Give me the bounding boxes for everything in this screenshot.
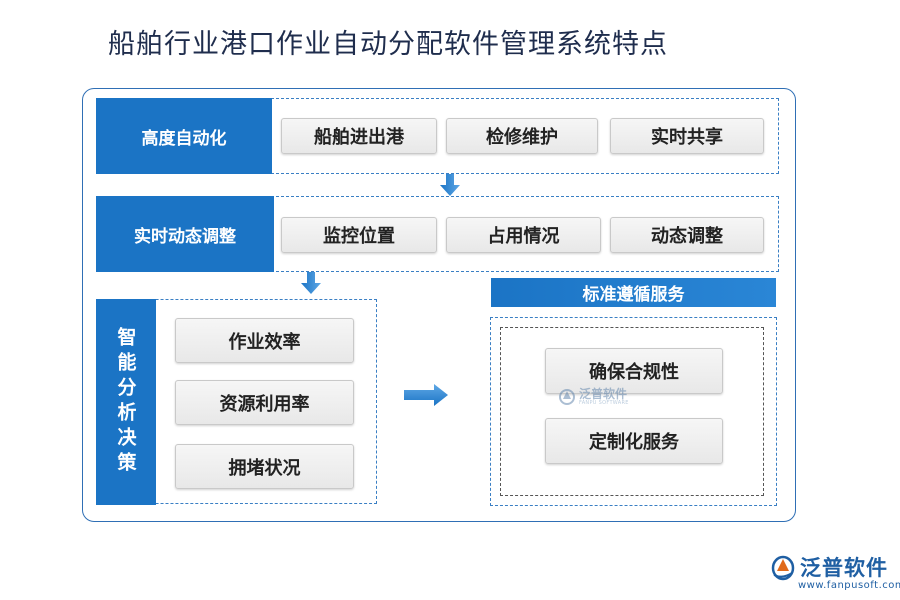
item-efficiency: 作业效率: [175, 318, 354, 363]
watermark: 泛普软件 FANPU SOFTWARE: [558, 382, 638, 412]
item-realtime-share: 实时共享: [610, 118, 764, 154]
watermark-subtext: FANPU SOFTWARE: [579, 400, 629, 406]
item-congestion: 拥堵状况: [175, 444, 354, 489]
row-dynamic-head: 实时动态调整: [96, 196, 274, 272]
brand-name: 泛普软件: [800, 556, 888, 580]
item-customization: 定制化服务: [545, 418, 723, 464]
diagram-frame: [82, 88, 796, 522]
item-occupancy: 占用情况: [446, 217, 601, 253]
watermark-logo-icon: [559, 389, 575, 405]
standard-outer-box: [490, 317, 777, 506]
item-monitor-position: 监控位置: [281, 217, 437, 253]
row-automation-head: 高度自动化: [96, 98, 272, 174]
analysis-head: 智能分析决策: [96, 299, 156, 505]
row-automation: 高度自动化: [96, 98, 779, 174]
down-arrow-icon: [440, 174, 460, 196]
page-title: 船舶行业港口作业自动分配软件管理系统特点: [108, 29, 668, 60]
item-resource-utilization: 资源利用率: [175, 380, 354, 425]
item-ship-in-out: 船舶进出港: [281, 118, 437, 154]
standard-inner-box: [500, 327, 764, 496]
item-dynamic-adjust: 动态调整: [610, 217, 764, 253]
standard-head: 标准遵循服务: [491, 278, 776, 307]
row-dynamic: 实时动态调整: [96, 196, 779, 272]
brand-url: www.fanpusoft.com: [798, 580, 900, 591]
item-maintenance: 检修维护: [446, 118, 598, 154]
item-compliance: 确保合规性: [545, 348, 723, 394]
brand-logo: 泛普软件: [770, 552, 888, 582]
right-arrow-icon: [404, 384, 448, 406]
brand-logo-icon: [771, 555, 795, 581]
down-arrow-icon: [301, 272, 321, 294]
watermark-text: 泛普软件: [579, 387, 628, 401]
